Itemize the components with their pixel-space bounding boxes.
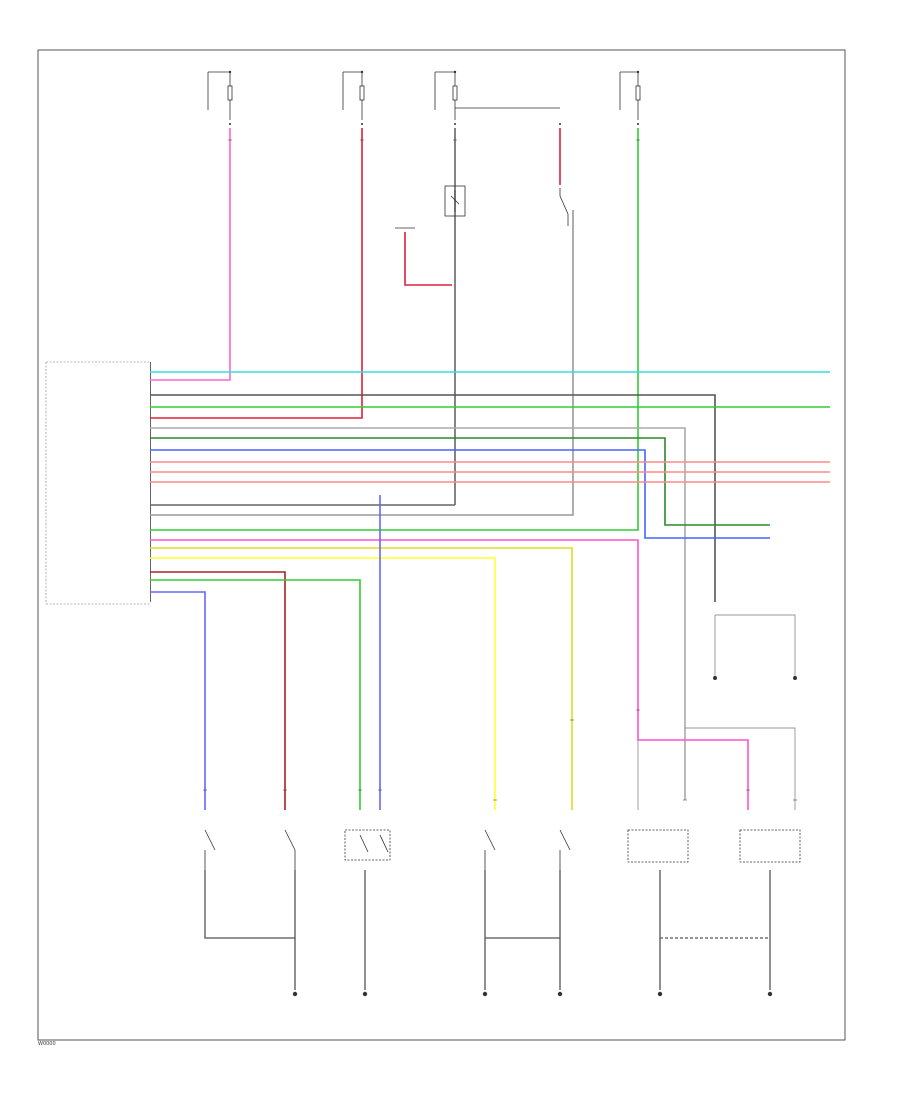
fuse-sources (207, 71, 641, 120)
module-horizontal-wires (150, 371, 830, 810)
connector-marks (203, 139, 797, 801)
right-branch (637, 614, 796, 810)
module-box (45, 361, 150, 605)
bottom-switches (204, 829, 801, 870)
right-grounds (713, 676, 797, 680)
top-switches (395, 185, 569, 229)
diagram-code: W0000 (38, 1041, 56, 1047)
bottom-ground-wires (204, 870, 771, 990)
fuse-dots (228, 70, 640, 125)
bottom-grounds (292, 991, 773, 997)
diagram-frame (37, 49, 846, 1041)
top-vertical-wires (150, 128, 639, 531)
